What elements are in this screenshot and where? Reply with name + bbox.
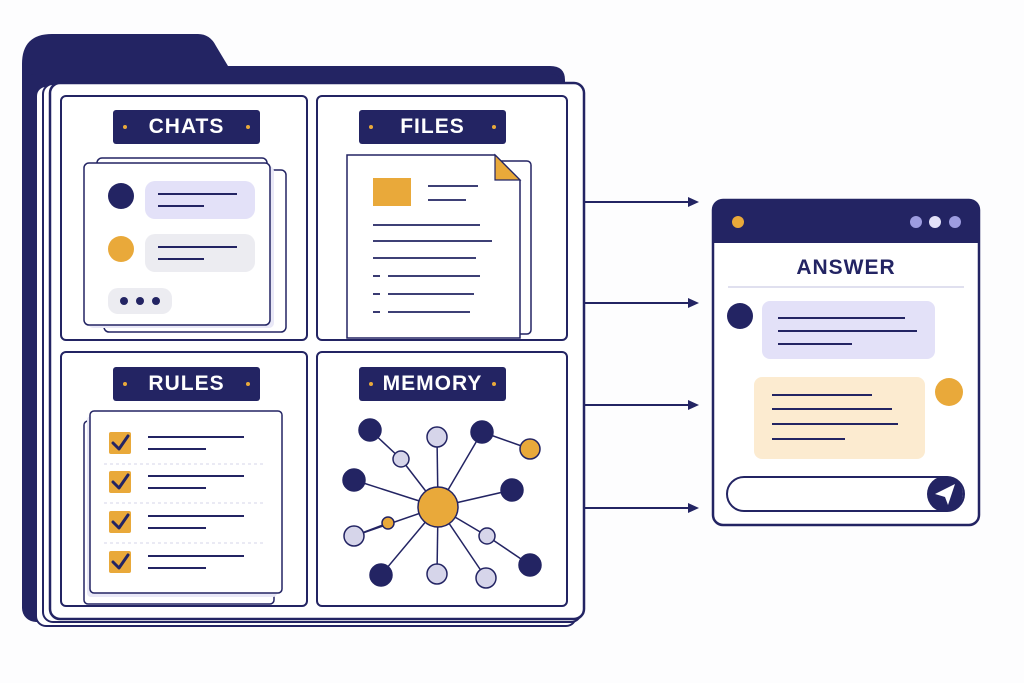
- answer-title: ANSWER: [796, 256, 896, 279]
- graph-node: [475, 567, 497, 589]
- memory-label: MEMORY: [359, 367, 506, 401]
- graph-hub-node: [417, 486, 459, 528]
- graph-node: [519, 438, 541, 460]
- checklist-item: [104, 471, 266, 504]
- chats-label: CHATS: [113, 110, 260, 144]
- send-icon: [935, 484, 955, 505]
- chat-avatar-icon: [108, 236, 134, 262]
- window-titlebar: [713, 200, 979, 243]
- memory-panel: [316, 351, 568, 607]
- send-button[interactable]: [927, 476, 963, 512]
- arrowhead-icon: [688, 503, 699, 513]
- graph-node: [343, 525, 365, 547]
- message-input[interactable]: [726, 476, 965, 512]
- window-control-icon: [949, 216, 961, 228]
- graph-node: [358, 418, 382, 442]
- graph-node: [369, 563, 393, 587]
- graph-node: [426, 426, 448, 448]
- answer-window: [711, 198, 981, 527]
- chat-avatar-icon: [108, 183, 134, 209]
- memory-graph: [342, 418, 542, 589]
- checklist-illustration: [83, 410, 283, 605]
- arrowhead-icon: [688, 298, 699, 308]
- chat-stack-illustration: [83, 157, 287, 333]
- window-control-icon: [929, 216, 941, 228]
- checklist-item: [109, 551, 244, 573]
- page-fold-icon: [494, 153, 522, 181]
- graph-node: [381, 516, 395, 530]
- checklist-item: [104, 432, 266, 465]
- graph-node: [500, 478, 524, 502]
- checklist-item: [104, 511, 266, 544]
- rules-label: RULES: [113, 367, 260, 401]
- graph-node: [426, 563, 448, 585]
- arrows: [585, 197, 699, 513]
- graph-node: [470, 420, 494, 444]
- user-avatar-icon: [935, 378, 963, 406]
- graph-node: [392, 450, 410, 468]
- document-stack-illustration: [346, 153, 532, 339]
- image-thumbnail-icon: [373, 178, 411, 206]
- files-label: FILES: [359, 110, 506, 144]
- graph-node: [342, 468, 366, 492]
- arrowhead-icon: [688, 197, 699, 207]
- arrowhead-icon: [688, 400, 699, 410]
- graph-node: [518, 553, 542, 577]
- chat-bubble-sent: [145, 181, 255, 219]
- reply-bubble: [754, 377, 925, 459]
- assistant-avatar-icon: [727, 303, 753, 329]
- window-status-icon: [732, 216, 744, 228]
- chat-bubble-received: [145, 234, 255, 272]
- window-control-icon: [910, 216, 922, 228]
- graph-node: [478, 527, 496, 545]
